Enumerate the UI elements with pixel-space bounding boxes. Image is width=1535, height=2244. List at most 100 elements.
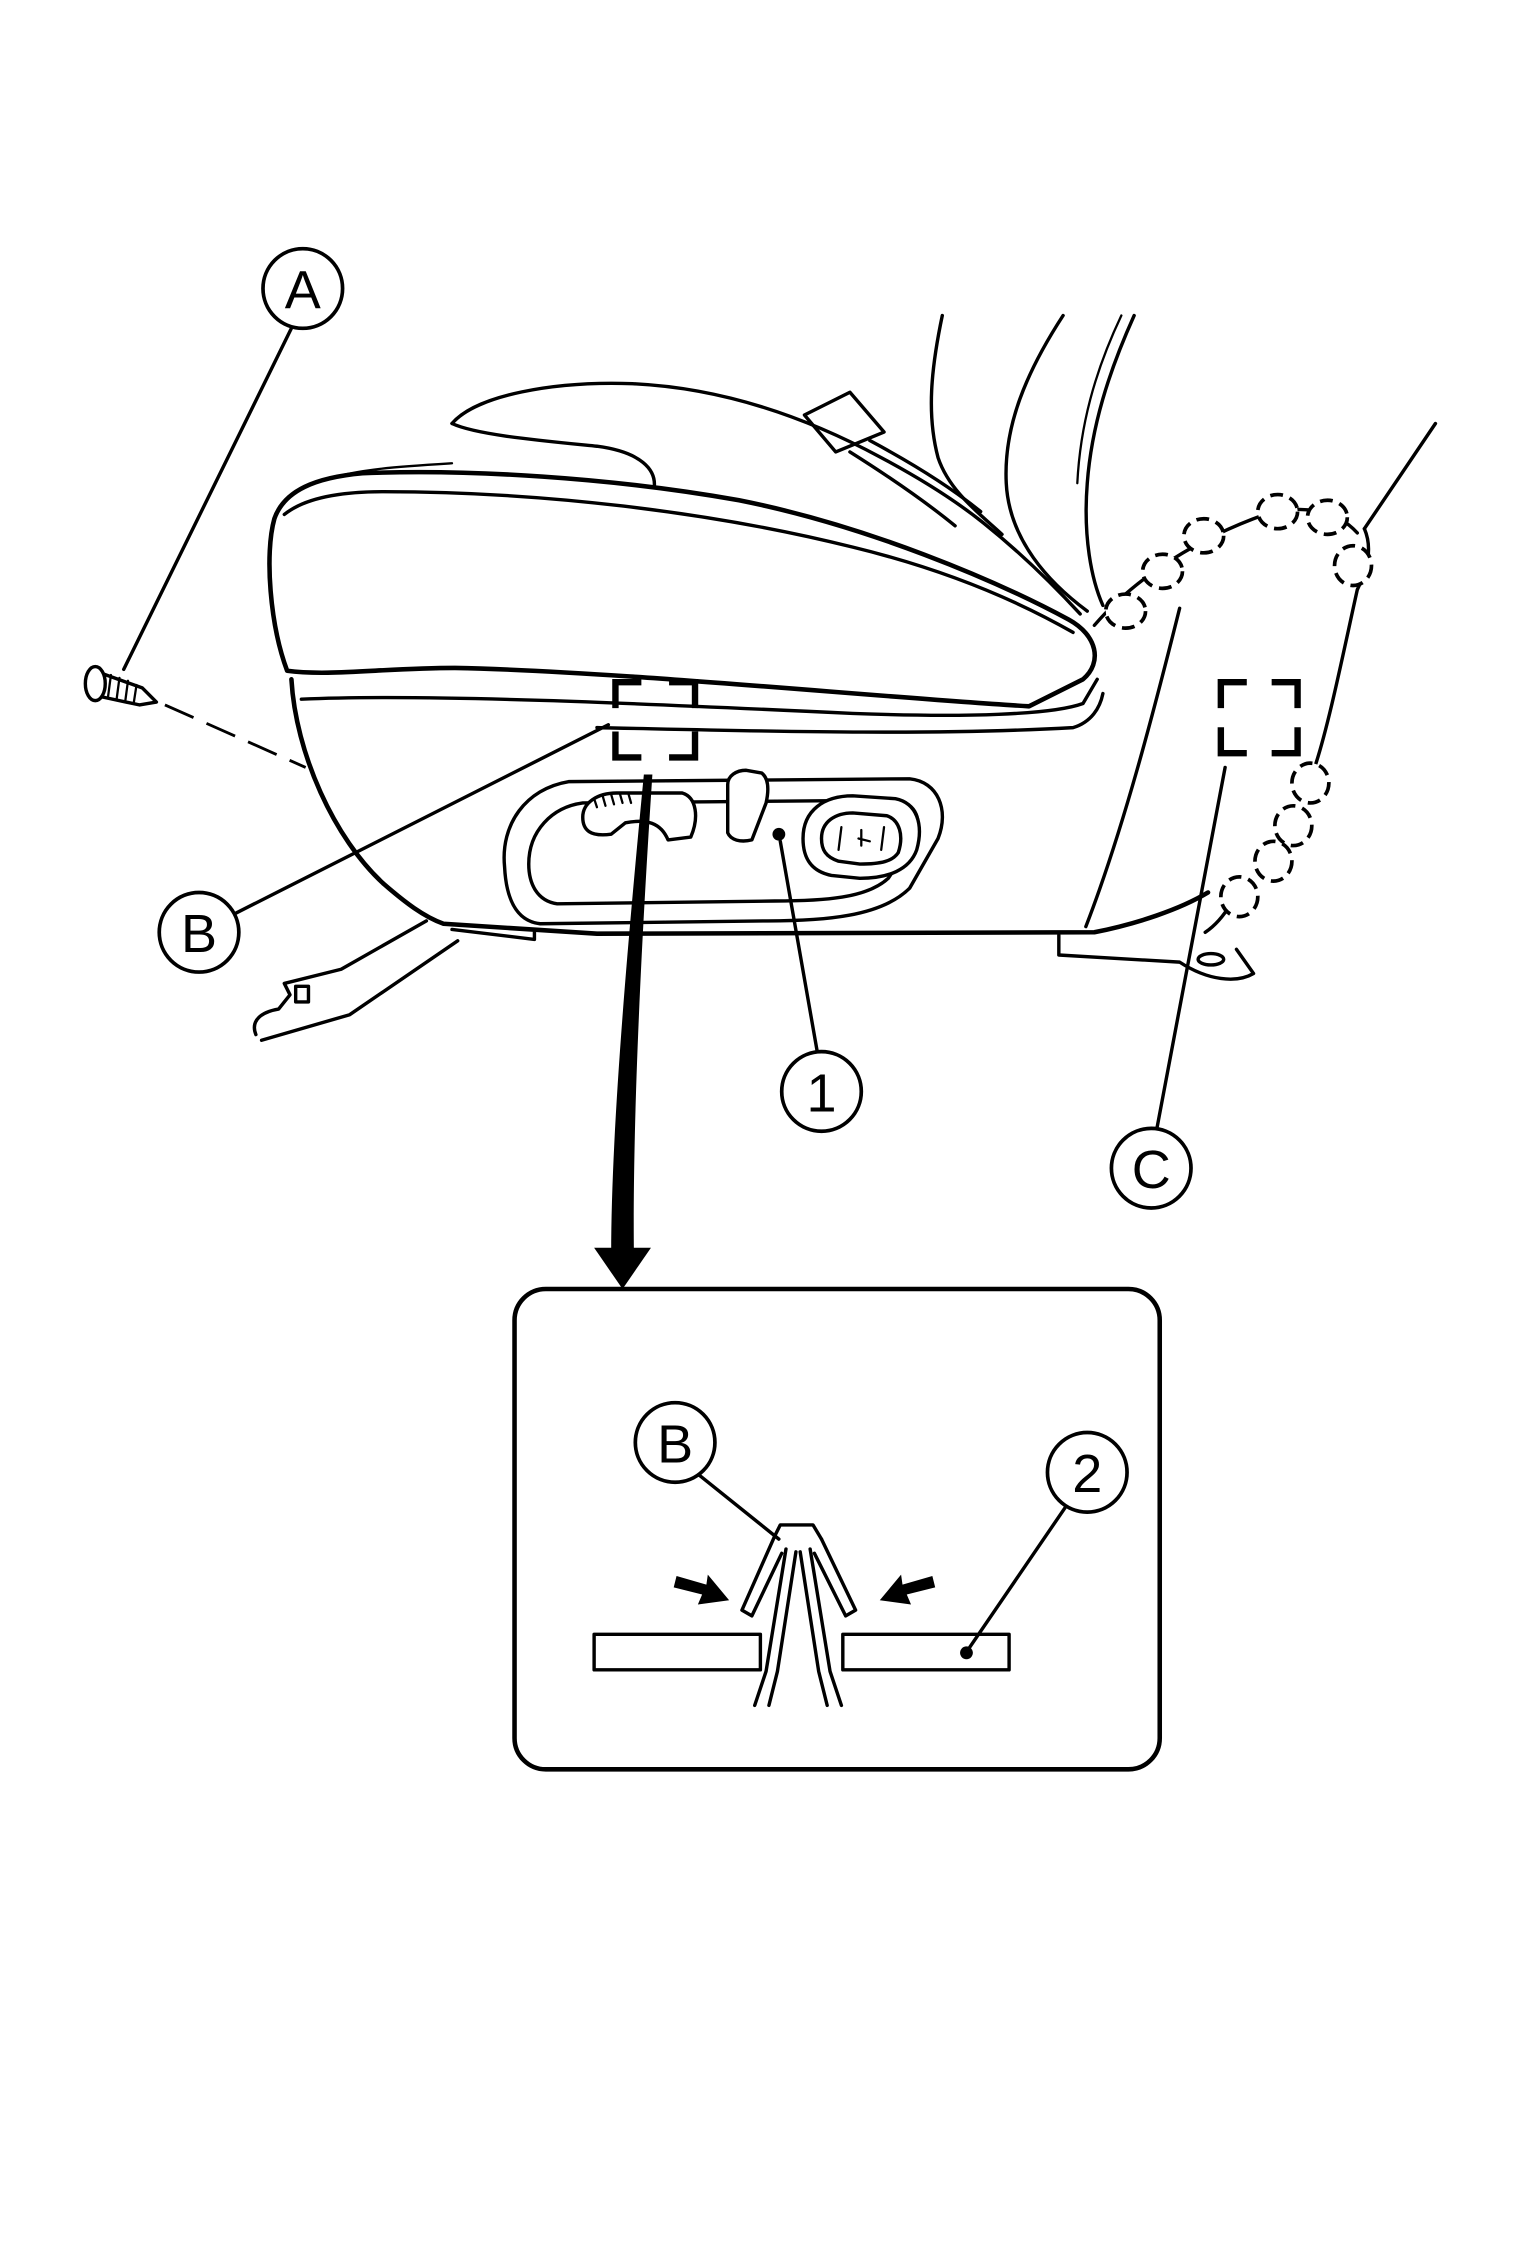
clip-stem-inner-left bbox=[767, 1550, 798, 1708]
rear-rail-hole bbox=[1196, 951, 1226, 967]
rear-clip bbox=[1273, 803, 1314, 848]
rear-clip bbox=[1103, 592, 1148, 630]
screw-threads bbox=[106, 673, 138, 705]
seat-back-line-1 bbox=[929, 313, 1004, 537]
rear-clip bbox=[1182, 516, 1226, 555]
clip-c-location-bracket bbox=[1217, 678, 1301, 757]
bracket-corner bbox=[1271, 678, 1301, 709]
seat-back-frame-edge bbox=[1362, 421, 1438, 531]
rear-clip bbox=[1140, 552, 1185, 591]
clip-b-location-bracket bbox=[612, 678, 699, 761]
screw-head bbox=[83, 664, 107, 703]
callout-2-circle bbox=[1045, 1430, 1129, 1514]
seat-back bbox=[929, 313, 1438, 613]
lumbar-switch bbox=[726, 768, 770, 843]
callout-2: 2 bbox=[1045, 1430, 1129, 1514]
leader-b-main bbox=[232, 723, 611, 916]
clip-detail-inset: B 2 bbox=[512, 1286, 1163, 1772]
side-cover-top-trim bbox=[299, 677, 1099, 717]
detail-arrow bbox=[594, 774, 653, 1289]
callout-c: C bbox=[1109, 1126, 1193, 1210]
leader-2 bbox=[966, 1504, 1068, 1652]
clip-wing-left bbox=[740, 1534, 784, 1618]
rail-under-cover bbox=[450, 927, 537, 942]
clip-stem-outer-right bbox=[808, 1547, 844, 1708]
bracket-corner bbox=[1217, 727, 1247, 757]
bracket-corner bbox=[612, 678, 642, 709]
callout-b-inset-circle bbox=[633, 1400, 717, 1485]
callout-2-label: 2 bbox=[1072, 1444, 1102, 1504]
callout-c-circle bbox=[1109, 1126, 1193, 1210]
bracket-corner bbox=[1271, 727, 1301, 757]
front-rail-slot bbox=[293, 984, 311, 1004]
callout-1-circle bbox=[779, 1049, 864, 1134]
callout-b-inset: B bbox=[633, 1400, 717, 1485]
buckle-body bbox=[802, 390, 886, 454]
leader-b-inset bbox=[697, 1473, 781, 1541]
switch-panel-inner bbox=[527, 798, 920, 906]
seat-back-line-2 bbox=[1004, 313, 1089, 613]
callout-1: 1 bbox=[779, 1049, 864, 1134]
callout-b-inset-label: B bbox=[657, 1414, 693, 1474]
switch-panel-outer bbox=[502, 777, 944, 926]
inset-clip bbox=[740, 1523, 858, 1708]
callout-b-main-label: B bbox=[181, 904, 217, 964]
callout-a-label: A bbox=[285, 260, 321, 320]
press-arrow-left-icon bbox=[673, 1574, 730, 1605]
callout-a: A bbox=[261, 246, 345, 331]
clip-head bbox=[772, 1523, 824, 1541]
clip-stem-inner-right bbox=[798, 1550, 829, 1708]
cushion-upper-seam bbox=[322, 462, 454, 482]
seat-back-line-4 bbox=[1076, 314, 1123, 485]
rear-clip bbox=[1255, 492, 1300, 531]
buckle-strap-lower bbox=[848, 450, 957, 528]
leader-c bbox=[1155, 765, 1227, 1131]
callout-a-circle bbox=[261, 246, 345, 331]
seat-belt-buckle bbox=[802, 390, 983, 528]
rear-clips bbox=[1103, 492, 1374, 919]
callout-1-label: 1 bbox=[806, 1063, 836, 1123]
detail-arrow-head bbox=[594, 1247, 651, 1289]
side-cover-indicator-dot bbox=[772, 827, 786, 841]
rear-clip bbox=[1305, 498, 1350, 537]
callout-c-label: C bbox=[1132, 1140, 1171, 1200]
recline-lever-body bbox=[581, 791, 698, 842]
front-rail-lower bbox=[259, 939, 460, 1042]
side-cover-outline bbox=[289, 677, 1211, 936]
bracket-corner bbox=[1217, 678, 1247, 709]
rear-clip bbox=[1219, 875, 1260, 919]
screw-install-path bbox=[164, 703, 307, 769]
seat-rails bbox=[252, 919, 1256, 1042]
rear-clip bbox=[1253, 839, 1294, 883]
screw bbox=[83, 664, 307, 769]
buckle-strap-upper bbox=[868, 438, 983, 514]
front-rail-upper bbox=[252, 919, 429, 1037]
clip-stem-outer-left bbox=[753, 1547, 788, 1708]
seat-back-line-3 bbox=[1084, 313, 1136, 608]
side-cover-rear-edge bbox=[1084, 606, 1182, 929]
power-seat-switch bbox=[801, 794, 922, 880]
callout-b-main-circle bbox=[157, 890, 241, 974]
leader-1 bbox=[778, 839, 819, 1054]
recline-lever bbox=[581, 791, 698, 842]
side-cover-inner-contour bbox=[595, 691, 1105, 734]
bracket-corner bbox=[612, 731, 642, 761]
rear-rail bbox=[1057, 933, 1256, 981]
press-arrow-right-icon bbox=[879, 1574, 936, 1605]
callout-b-main: B bbox=[157, 890, 241, 974]
seat-side-cover bbox=[289, 507, 1371, 936]
recline-lever-grip bbox=[592, 791, 633, 809]
bracket-corner bbox=[669, 731, 699, 761]
seat-cushion bbox=[267, 381, 1098, 709]
clip-wing-right bbox=[812, 1537, 858, 1618]
leader-a bbox=[122, 326, 294, 672]
rear-clip bbox=[1290, 761, 1331, 805]
detail-arrow-shaft bbox=[611, 774, 653, 1254]
cushion-outline bbox=[267, 469, 1098, 709]
main-leader-lines bbox=[122, 326, 1227, 1131]
cushion-rear-bolster bbox=[450, 381, 1082, 616]
inset-frame bbox=[512, 1286, 1163, 1772]
rear-clip bbox=[1332, 543, 1374, 588]
inset-plate-right bbox=[841, 1632, 1011, 1672]
